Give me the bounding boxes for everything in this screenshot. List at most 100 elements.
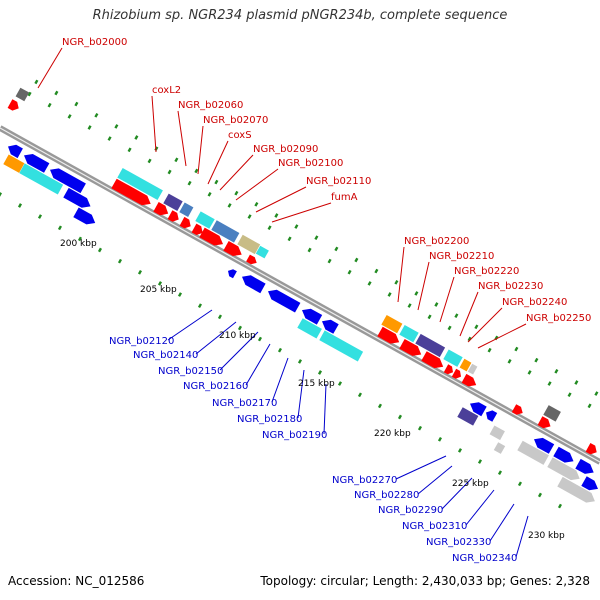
tick-mark: [237, 325, 242, 331]
label-leader: [467, 307, 503, 343]
gene-label: coxS: [228, 130, 252, 141]
tick-mark: [534, 357, 539, 363]
tick-mark: [134, 135, 139, 140]
gene-feature: [195, 211, 215, 229]
tick-mark: [587, 403, 592, 409]
gene-feature: [585, 443, 597, 455]
gene-feature: [457, 407, 479, 426]
tick-mark: [334, 246, 339, 252]
label-leader: [397, 246, 405, 303]
scale-label: 205 kbp: [140, 285, 177, 295]
gene-feature: [415, 333, 446, 358]
gene-feature: [163, 193, 183, 211]
gene-feature: [223, 241, 242, 256]
gene-label: NGR_b02210: [429, 251, 494, 262]
gene-feature: [399, 339, 422, 356]
label-leader: [459, 291, 479, 337]
label-leader: [441, 477, 473, 510]
gene-feature: [547, 457, 580, 481]
label-leader: [417, 261, 430, 311]
gene-feature: [461, 373, 477, 387]
label-leader: [395, 455, 447, 480]
gene-label: NGR_b02330: [426, 537, 491, 548]
gene-label: NGR_b02220: [454, 266, 519, 277]
gene-feature: [517, 440, 549, 465]
gene-feature: [534, 437, 555, 454]
tick-mark: [477, 459, 482, 464]
gene-feature: [7, 99, 19, 111]
gene-feature: [553, 446, 574, 463]
scale-label: 220 kbp: [374, 429, 411, 439]
tick-mark: [467, 336, 472, 342]
tick-mark: [47, 102, 52, 108]
tick-mark: [417, 425, 422, 431]
gene-feature: [302, 308, 323, 325]
gene-label: NGR_b02310: [402, 521, 467, 532]
tick-mark: [187, 180, 192, 186]
gene-label: NGR_b02290: [378, 505, 443, 516]
tick-mark: [437, 436, 442, 442]
tick-mark: [97, 247, 102, 253]
tick-mark: [0, 192, 2, 197]
label-leader: [235, 168, 279, 201]
gene-feature: [111, 178, 151, 206]
label-leader: [177, 110, 187, 167]
gene-feature: [421, 351, 444, 369]
gene-feature: [268, 289, 301, 313]
gene-feature: [470, 402, 487, 417]
label-leader: [465, 489, 495, 526]
tick-mark: [537, 492, 542, 498]
tick-mark: [554, 368, 559, 374]
gene-feature: [486, 410, 498, 422]
gene-feature: [443, 364, 453, 375]
gene-feature: [117, 168, 163, 200]
tick-mark: [74, 101, 79, 107]
label-leader: [207, 140, 229, 185]
tick-mark: [57, 225, 62, 231]
label-leader: [297, 369, 305, 419]
gene-label: NGR_b02230: [478, 281, 543, 292]
tick-mark: [127, 147, 132, 153]
gene-feature: [543, 405, 561, 422]
tick-mark: [37, 214, 42, 219]
gene-label: NGR_b02060: [178, 100, 243, 111]
gene-feature: [255, 245, 269, 259]
tick-marks: [0, 79, 599, 509]
tick-mark: [527, 370, 532, 375]
gene-feature: [228, 269, 237, 279]
tick-mark: [317, 370, 322, 375]
label-leader: [197, 125, 204, 175]
topology-text: Topology: circular; Length: 2,430,033 bp…: [260, 574, 590, 588]
gene-label: NGR_b02170: [212, 398, 277, 409]
tick-mark: [214, 179, 219, 185]
tick-mark: [87, 125, 92, 130]
tick-mark: [387, 292, 392, 297]
map-title: Rhizobium sp. NGR234 plasmid pNGR234b, c…: [92, 8, 508, 23]
scale-label: 200 kbp: [60, 239, 97, 249]
gene-feature: [63, 187, 91, 208]
tick-mark: [337, 381, 342, 386]
label-leader: [167, 309, 213, 341]
gene-feature: [199, 227, 223, 246]
gene-feature: [511, 404, 523, 415]
tick-mark: [374, 268, 379, 274]
gene-feature: [237, 234, 261, 255]
gene-label: NGR_b02070: [203, 115, 268, 126]
tick-mark: [414, 291, 419, 296]
label-leader: [323, 383, 327, 435]
tick-mark: [394, 279, 399, 285]
tick-mark: [357, 392, 362, 398]
plasmid-backbone: [0, 125, 600, 465]
gene-feature: [73, 207, 96, 225]
tick-mark: [277, 347, 282, 353]
tick-mark: [257, 336, 262, 342]
tick-mark: [354, 257, 359, 263]
gene-feature: [319, 330, 364, 362]
gene-label: NGR_b02140: [133, 350, 198, 361]
tick-mark: [407, 303, 412, 308]
gene-feature: [297, 318, 322, 339]
tick-mark: [274, 213, 279, 218]
gene-feature: [15, 87, 30, 102]
label-leader: [37, 47, 63, 89]
